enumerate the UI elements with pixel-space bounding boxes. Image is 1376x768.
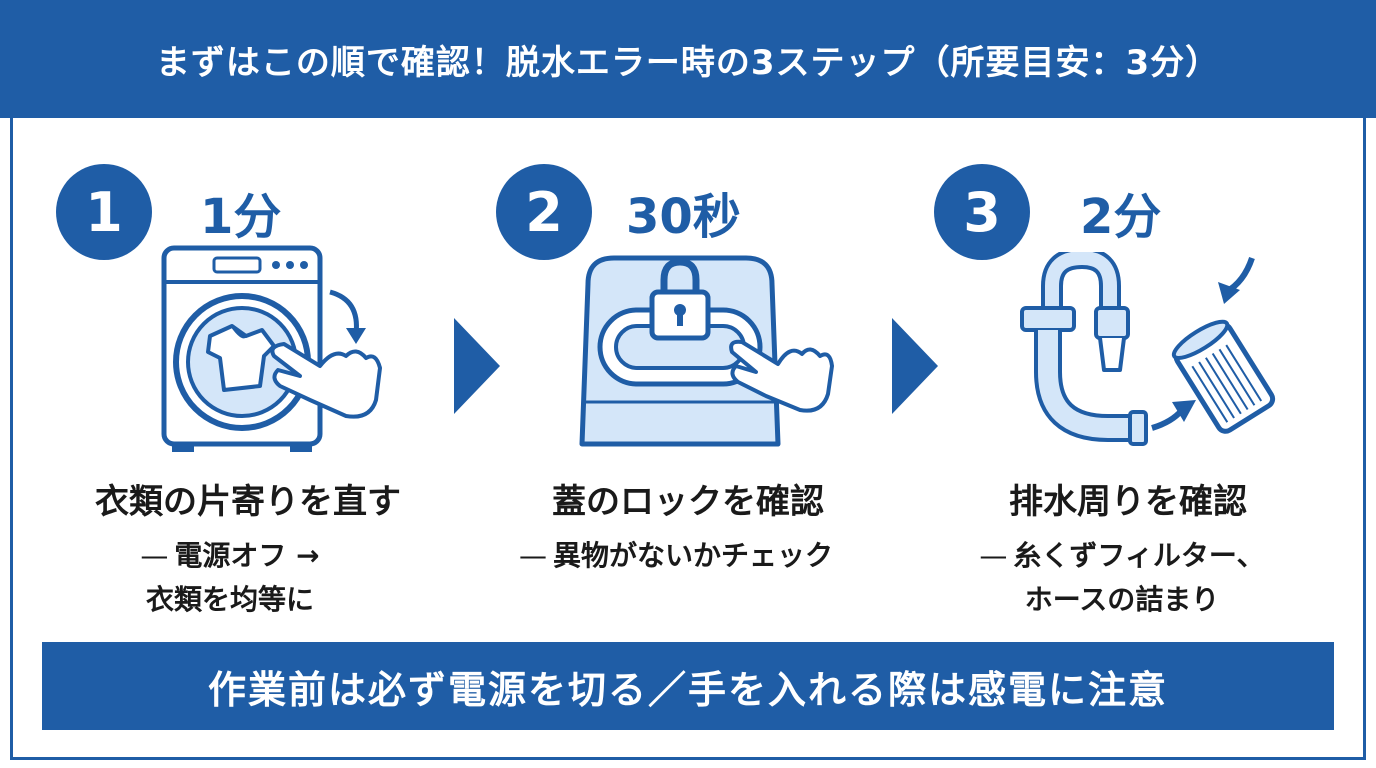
step-3-time: 2分: [1080, 189, 1162, 245]
step-3-title: 排水周りを確認: [1009, 482, 1247, 522]
step-2-number: 2: [525, 180, 563, 244]
step-3-number-badge: 3: [934, 164, 1030, 260]
step-2-description: —異物がないかチェック: [466, 534, 886, 578]
washing-machine-hand-icon: [161, 245, 382, 452]
desc-dash: —: [518, 539, 547, 572]
step-arrow-1-icon: [454, 318, 500, 414]
step-1-number: 1: [85, 180, 123, 244]
step-1-title: 衣類の片寄りを直す: [95, 482, 401, 522]
step-3-number: 3: [963, 180, 1001, 244]
page-title: まずはこの順で確認！脱水エラー時の3ステップ（所要目安：3分）: [155, 42, 1221, 83]
step-2-title: 蓋のロックを確認: [552, 482, 824, 522]
step-2-number-badge: 2: [496, 164, 592, 260]
desc-dash: —: [979, 539, 1008, 572]
step-1-desc-line1: 電源オフ →: [174, 539, 320, 572]
step-1-desc-line2: 衣類を均等に: [145, 583, 314, 616]
step-arrow-2-icon: [892, 318, 938, 414]
desc-dash: —: [140, 539, 169, 572]
safety-warning-banner: 作業前は必ず電源を切る／手を入れる際は感電に注意: [42, 642, 1334, 730]
step-2-time: 30秒: [626, 189, 741, 245]
header-banner: まずはこの順で確認！脱水エラー時の3ステップ（所要目安：3分）: [0, 0, 1376, 118]
step-1-time: 1分: [200, 189, 282, 245]
step-3-desc-line1: 糸くずフィルター、: [1013, 539, 1265, 572]
step-3-description: —糸くずフィルター、 ホースの詰まり: [912, 534, 1332, 622]
step-1-description: —電源オフ → 衣類を均等に: [20, 534, 440, 622]
step-1-number-badge: 1: [56, 164, 152, 260]
content-frame: [10, 118, 1366, 760]
drain-hose-filter-icon: [1020, 252, 1276, 446]
safety-warning-text: 作業前は必ず電源を切る／手を入れる際は感電に注意: [207, 667, 1168, 712]
step-2-desc-line1: 異物がないかチェック: [552, 539, 833, 572]
step-3-desc-line2: ホースの詰まり: [1024, 583, 1220, 616]
lid-lock-icon: [579, 255, 834, 447]
